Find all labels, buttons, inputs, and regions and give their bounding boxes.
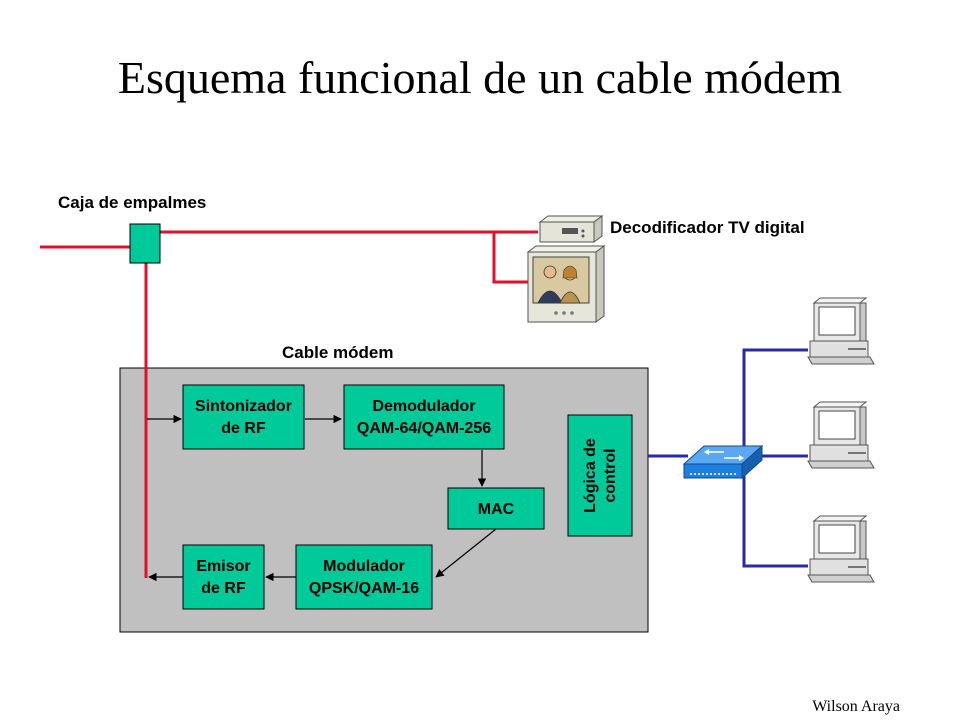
control-logic-block: Lógica de control	[567, 414, 633, 537]
tv-decoder-label: Decodificador TV digital	[610, 218, 805, 237]
tuner-label-line2: de RF	[221, 420, 266, 437]
modulator-label-line1: Modulador	[323, 558, 405, 575]
splice-box-label: Caja de empalmes	[58, 193, 206, 212]
tv-icon	[526, 245, 606, 323]
modulator-label-line2: QPSK/QAM-16	[309, 580, 419, 597]
transmitter-label-line2: de RF	[201, 580, 246, 597]
tuner-block: Sintonizador de RF	[182, 384, 305, 450]
demodulator-label-line1: Demodulador	[372, 398, 475, 415]
arrow-mac-to-modulator	[435, 528, 497, 578]
computer-icon	[807, 297, 875, 365]
cable-modem-label: Cable módem	[282, 343, 393, 362]
demodulator-label-line2: QAM-64/QAM-256	[357, 420, 491, 437]
control-logic-label-line1: Lógica de	[582, 438, 599, 513]
computer-icon	[807, 401, 875, 469]
demodulator-block: Demodulador QAM-64/QAM-256	[343, 384, 505, 450]
tuner-label-line1: Sintonizador	[195, 398, 292, 415]
mac-block: MAC	[447, 487, 545, 530]
modulator-block: Modulador QPSK/QAM-16	[295, 544, 433, 610]
lan-line-pc1	[742, 348, 808, 460]
set-top-box-icon	[538, 215, 604, 243]
footer-author: Wilson Araya	[812, 698, 900, 715]
computer-icon	[807, 515, 875, 583]
mac-label: MAC	[478, 501, 515, 518]
switch-icon	[682, 444, 764, 480]
transmitter-label-line1: Emisor	[196, 558, 250, 575]
lan-line-pc3	[742, 460, 808, 568]
splice-box	[129, 223, 161, 264]
control-logic-label-line2: control	[602, 448, 619, 502]
page-title: Esquema funcional de un cable módem	[118, 52, 842, 103]
transmitter-block: Emisor de RF	[182, 544, 265, 610]
rf-line-to-tv	[492, 232, 528, 284]
